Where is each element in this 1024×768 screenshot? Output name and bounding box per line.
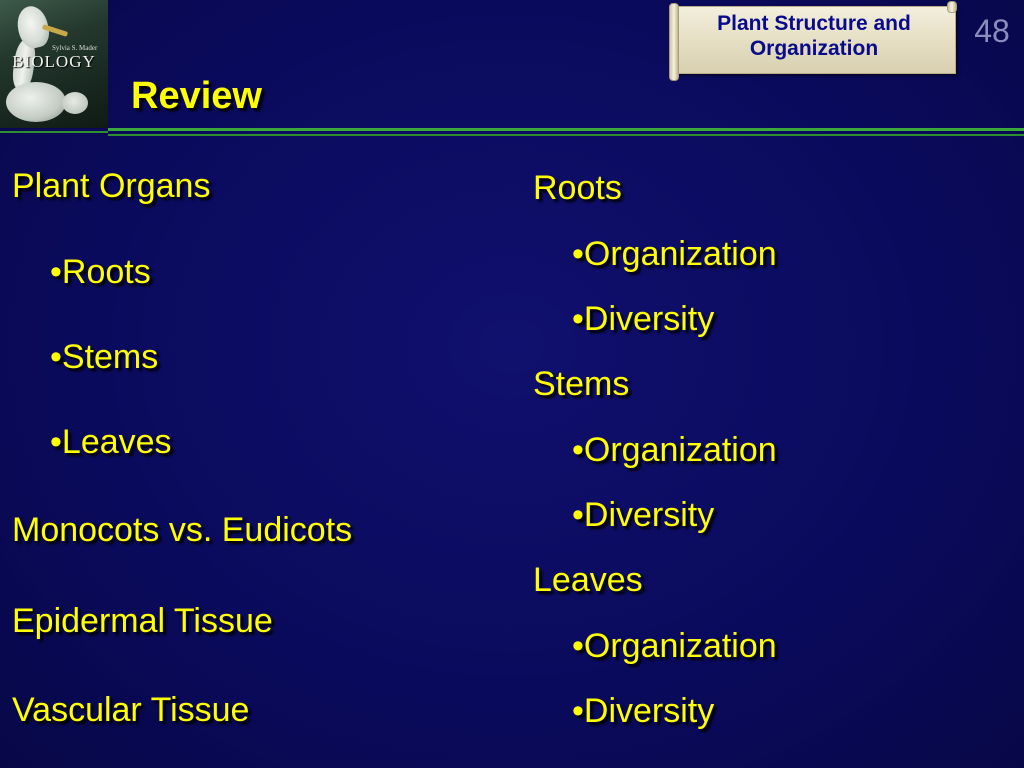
chapter-banner-text: Plant Structure and Organization	[717, 12, 911, 60]
slide-title: Review	[131, 75, 262, 117]
chapter-banner: Plant Structure and Organization	[669, 1, 957, 81]
right-item-stems: Stems	[533, 365, 630, 403]
book-author: Sylvia S. Mader	[52, 44, 98, 52]
right-item-leaves: Leaves	[533, 561, 643, 599]
left-item-stems: •Stems	[50, 338, 159, 376]
right-item-roots-diversity: •Diversity	[572, 300, 715, 338]
left-item-epidermal-tissue: Epidermal Tissue	[12, 602, 273, 640]
right-item-roots: Roots	[533, 169, 622, 207]
divider-line-top	[108, 128, 1024, 131]
right-item-stems-diversity: •Diversity	[572, 496, 715, 534]
slide-number: 48	[974, 13, 1010, 49]
scroll-curl-right	[947, 1, 957, 13]
right-item-roots-organization: •Organization	[572, 235, 777, 273]
scroll-curl-left	[669, 3, 679, 81]
egret-chick	[62, 92, 88, 114]
right-item-leaves-diversity: •Diversity	[572, 692, 715, 730]
divider-line	[0, 131, 108, 133]
left-item-monocots-eudicots: Monocots vs. Eudicots	[12, 511, 353, 549]
book-cover-image: Sylvia S. Mader BIOLOGY	[0, 0, 108, 128]
egret-body	[6, 82, 66, 122]
left-item-vascular-tissue: Vascular Tissue	[12, 691, 250, 729]
right-item-leaves-organization: •Organization	[572, 627, 777, 665]
left-item-plant-organs: Plant Organs	[12, 167, 211, 205]
right-item-stems-organization: •Organization	[572, 431, 777, 469]
left-item-roots: •Roots	[50, 253, 151, 291]
left-item-leaves: •Leaves	[50, 423, 172, 461]
book-title: BIOLOGY	[12, 52, 96, 71]
divider-line-bottom	[108, 134, 1024, 136]
